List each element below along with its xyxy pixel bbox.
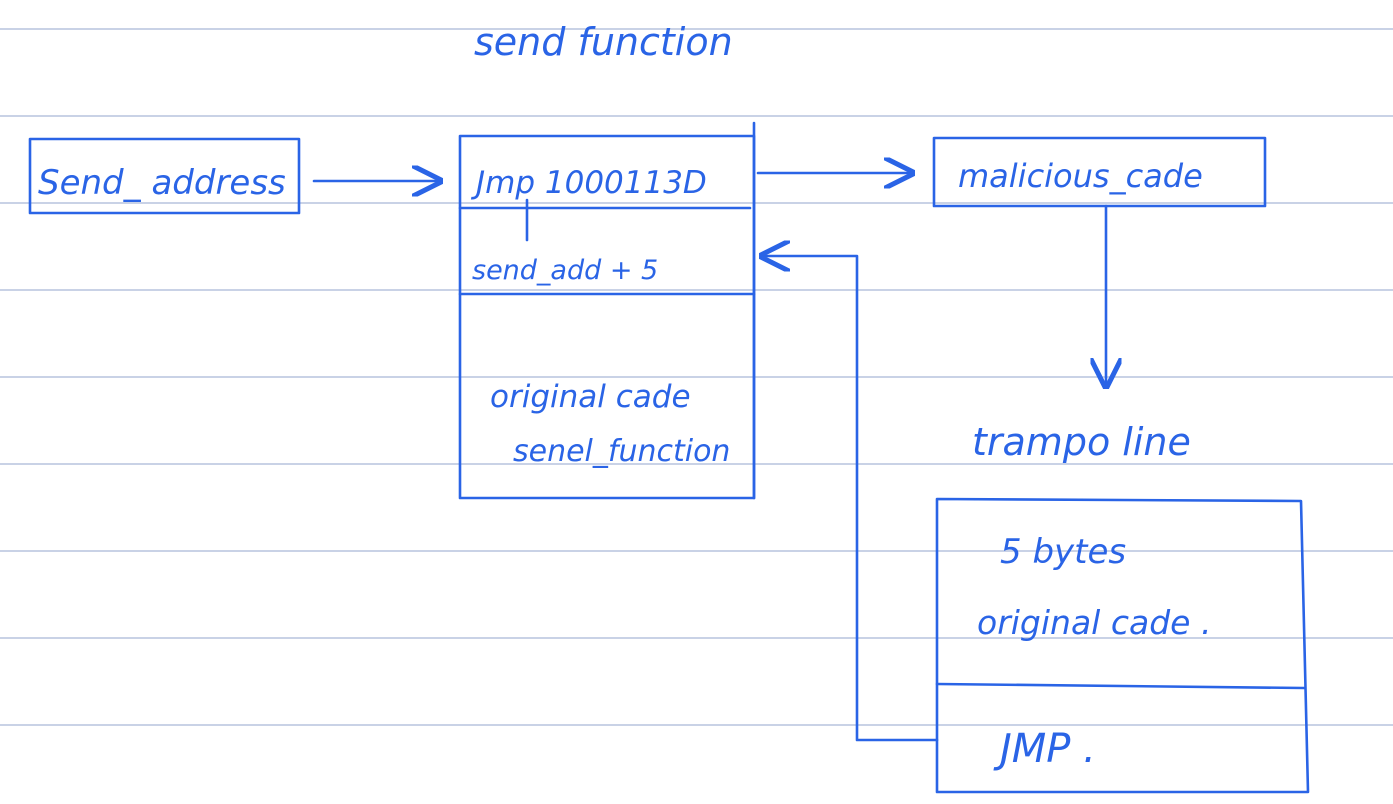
bytes-label-2: original cade . [977,603,1211,642]
bytes-label-1: 5 bytes [1000,532,1126,572]
original-code-label-1: original cade [490,379,691,415]
trampoline-box [935,497,1310,794]
malicious-code-box [932,136,1267,208]
send-address-label: Send_ address [38,163,286,203]
jmp-cell-label: Jmp 1000113D [470,165,707,201]
ruled-lines [0,28,1393,726]
trampoline-title: trampo line [972,420,1191,464]
malicious-code-label: malicious_cade [958,157,1203,195]
trampoline-jmp-label: JMP . [993,726,1096,772]
arrow-trampoline-return [762,256,939,742]
send-function-title: send function [474,20,733,64]
send-function-box [458,121,756,500]
send-add-cell-label: send_add + 5 [472,255,658,286]
original-code-label-2: senel_function [513,434,730,469]
send-address-box [28,137,301,215]
